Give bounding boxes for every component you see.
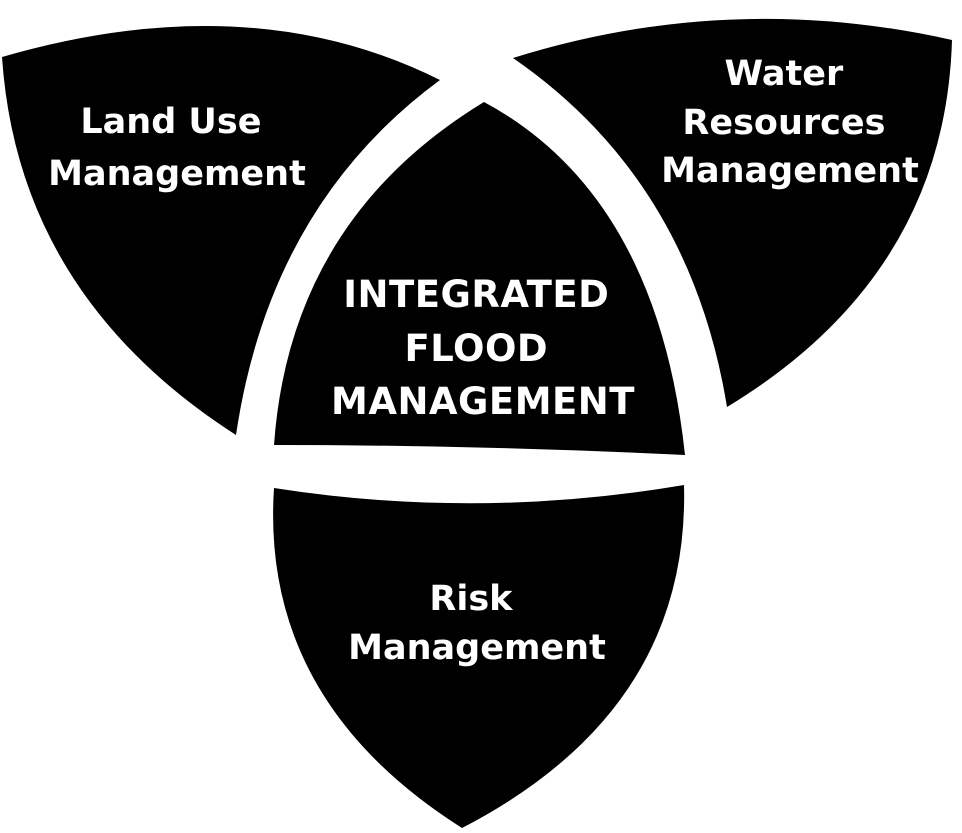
integrated-flood-management-label: INTEGRATED FLOOD MANAGEMENT: [331, 273, 635, 423]
center-line-2: FLOOD: [404, 327, 548, 370]
risk-line-1: Risk: [429, 579, 513, 619]
water-resources-line-3: Management: [661, 151, 919, 191]
center-line-1: INTEGRATED: [343, 273, 609, 316]
center-line-3: MANAGEMENT: [331, 380, 635, 423]
risk-management-label: Risk Management: [348, 579, 606, 668]
land-use-line-1: Land Use: [80, 102, 261, 142]
risk-petal: [273, 485, 685, 828]
water-resources-line-1: Water: [725, 54, 844, 94]
water-resources-line-2: Resources: [682, 103, 885, 143]
land-use-line-2: Management: [48, 154, 306, 194]
land-use-label: Land Use Management: [48, 102, 306, 194]
center-segment: [274, 102, 685, 455]
water-resources-label: Water Resources Management: [661, 54, 919, 191]
water-resources-petal: [513, 18, 952, 407]
risk-line-2: Management: [348, 628, 606, 668]
land-use-petal: [2, 25, 440, 436]
